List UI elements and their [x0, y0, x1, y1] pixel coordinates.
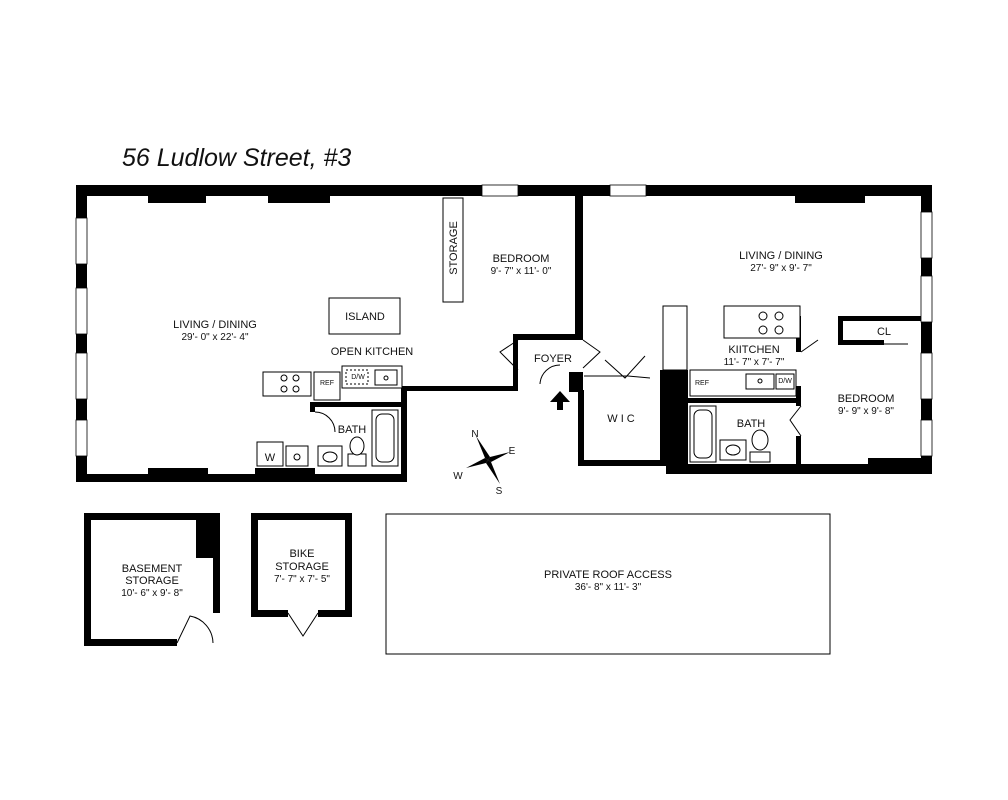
plan-title: 56 Ludlow Street, #3: [122, 144, 351, 172]
basement-label-1: BASEMENT: [122, 563, 183, 575]
basement-label-2: STORAGE: [125, 575, 179, 587]
windows: [75, 184, 933, 457]
closet-label: CL: [877, 326, 891, 338]
washer-label: W: [265, 452, 276, 464]
storage-closet: [442, 197, 464, 303]
basement-dims: 10'- 6" x 9'- 8": [121, 588, 183, 599]
left-bath-fixtures: [256, 409, 399, 467]
right-kitchen-fixtures: [662, 305, 801, 397]
bath-right-label: BATH: [737, 418, 766, 430]
kitchen-right-dims: 11'- 7" x 7'- 7": [724, 357, 785, 368]
dw-label: D/W: [351, 374, 365, 381]
basement-storage: [84, 513, 220, 646]
roof-dims: 36'- 8" x 11'- 3": [575, 582, 642, 593]
bedroom-top-dims: 9'- 7" x 11'- 0": [491, 266, 552, 277]
bike-label-1: BIKE: [289, 548, 314, 560]
wic-label: W I C: [607, 413, 635, 425]
bedroom-top-label: BEDROOM: [493, 253, 550, 265]
roof-area: [385, 513, 831, 655]
bath-left-label: BATH: [338, 424, 367, 436]
open-kitchen-counter: [262, 365, 403, 401]
compass-n: N: [471, 429, 478, 440]
kitchen-right-label: KIITCHEN: [728, 344, 779, 356]
bike-storage: [251, 513, 352, 637]
living-right-label: LIVING / DINING: [739, 250, 823, 262]
bath-left-door: [314, 411, 336, 433]
living-left-dims: 29'- 0" x 22'- 4": [181, 332, 249, 343]
roof-label: PRIVATE ROOF ACCESS: [544, 569, 672, 581]
kitchen-island: [328, 297, 401, 335]
living-right-dims: 27'- 9" x 9'- 7": [750, 263, 812, 274]
ref-label: REF: [320, 380, 334, 387]
dw-label-right: D/W: [778, 378, 792, 385]
interior-walls: [255, 196, 921, 482]
bike-dims: 7'- 7" x 7'- 5": [274, 574, 330, 585]
entry-arrow-icon: [550, 391, 570, 410]
open-kitchen-label: OPEN KITCHEN: [331, 346, 414, 358]
bedroom-right-dims: 9'- 9" x 9'- 8": [838, 406, 894, 417]
right-bath-fixtures: [689, 405, 771, 463]
ref-label-right: REF: [695, 380, 709, 387]
bedroom-right-label: BEDROOM: [838, 393, 895, 405]
foyer-label: FOYER: [534, 353, 572, 365]
island-label: ISLAND: [345, 311, 385, 323]
foyer-doors: [499, 339, 819, 437]
compass-s: S: [496, 486, 503, 497]
compass-e: E: [509, 446, 516, 457]
compass-w: W: [453, 471, 463, 482]
storage-label: STORAGE: [448, 221, 460, 275]
compass-icon: [466, 436, 510, 484]
living-left-label: LIVING / DINING: [173, 319, 257, 331]
bike-label-2: STORAGE: [275, 561, 329, 573]
